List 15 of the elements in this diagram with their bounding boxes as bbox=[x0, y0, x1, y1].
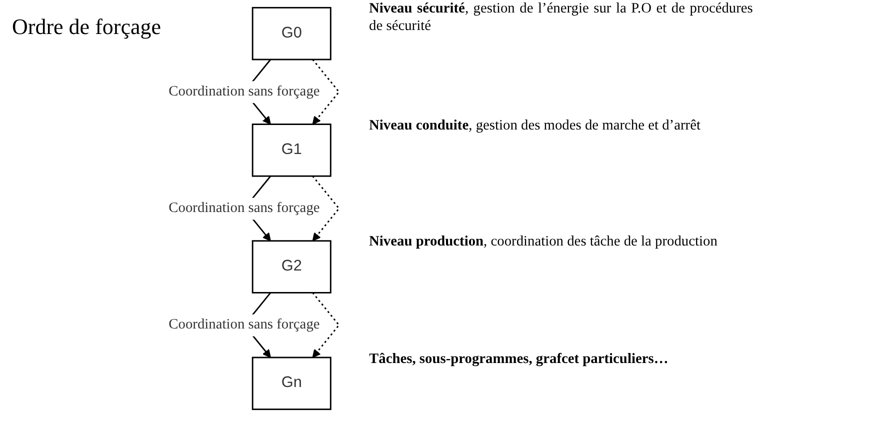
node-box: G2 bbox=[252, 240, 332, 294]
edge-label: Coordination sans forçage bbox=[168, 200, 320, 216]
level-description: Niveau production, coordination des tâche de la production bbox=[369, 233, 718, 250]
node-box: G0 bbox=[252, 6, 332, 60]
arrow bbox=[312, 292, 340, 358]
edge-label: Coordination sans forçage bbox=[168, 317, 320, 333]
level-description: Tâches, sous-programmes, grafcet particuliers… bbox=[369, 350, 670, 368]
arrow bbox=[312, 176, 340, 242]
level-description: Niveau sécurité, gestion de l’énergie sur la P.O et de procédures de sécurité bbox=[369, 0, 753, 35]
diagram-title: Ordre de forçage bbox=[12, 14, 162, 40]
node-box: Gn bbox=[252, 356, 332, 410]
level-description: Niveau conduite, gestion des modes de marche et d’arrêt bbox=[369, 116, 702, 134]
edge-label: Coordination sans forçage bbox=[168, 84, 320, 100]
node-box: G1 bbox=[252, 124, 332, 177]
arrow bbox=[312, 59, 340, 125]
